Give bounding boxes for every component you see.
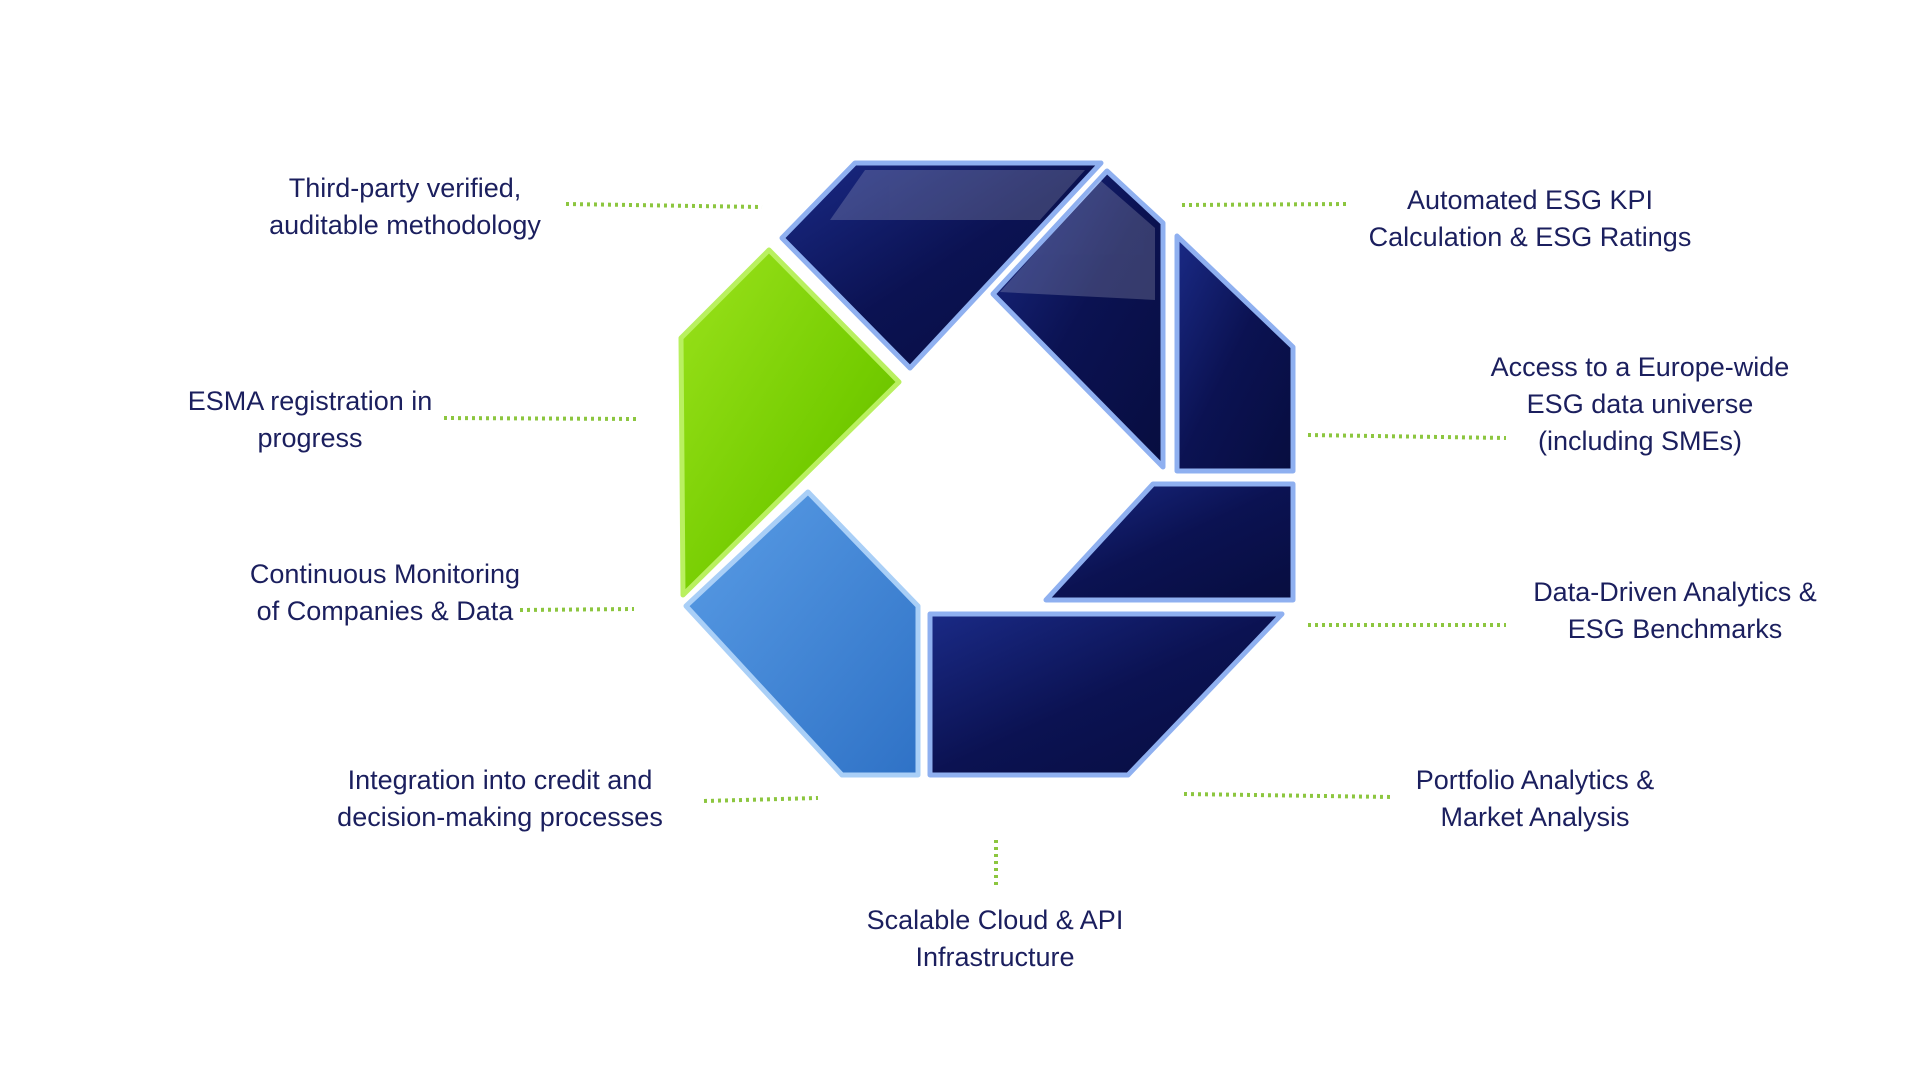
connector-europe — [1307, 433, 1507, 440]
connector-integration — [703, 796, 819, 803]
label-analytics: Data-Driven Analytics & ESG Benchmarks — [1533, 577, 1817, 644]
piece-upper-right-diagonal — [990, 168, 1166, 470]
connector-monitoring — [519, 607, 635, 612]
piece-top — [779, 160, 1104, 371]
label-portfolio: Portfolio Analytics & Market Analysis — [1415, 765, 1655, 832]
piece-bottom — [927, 611, 1285, 778]
piece-left-green — [678, 247, 902, 598]
label-esma: ESMA registration in progress — [187, 386, 433, 453]
label-integration: Integration into credit and decision-mak… — [337, 765, 663, 832]
connector-portfolio — [1183, 792, 1393, 799]
label-third-party: Third-party verified, auditable methodol… — [269, 173, 541, 240]
label-europe: Access to a Europe-wide ESG data univers… — [1490, 352, 1790, 456]
piece-right-lower — [1043, 481, 1296, 603]
highlight-top — [830, 170, 1085, 220]
highlight-diagonal — [1000, 180, 1155, 300]
piece-bottom-left-light — [683, 489, 921, 778]
label-kpi: Automated ESG KPI Calculation & ESG Rati… — [1368, 185, 1692, 252]
connector-kpi — [1181, 202, 1349, 207]
connector-third-party — [565, 202, 763, 209]
piece-right-upper — [1174, 233, 1296, 474]
label-cloud: Scalable Cloud & API Infrastructure — [866, 905, 1124, 972]
label-monitoring: Continuous Monitoring of Companies & Dat… — [249, 559, 521, 626]
connector-esma — [443, 416, 639, 421]
